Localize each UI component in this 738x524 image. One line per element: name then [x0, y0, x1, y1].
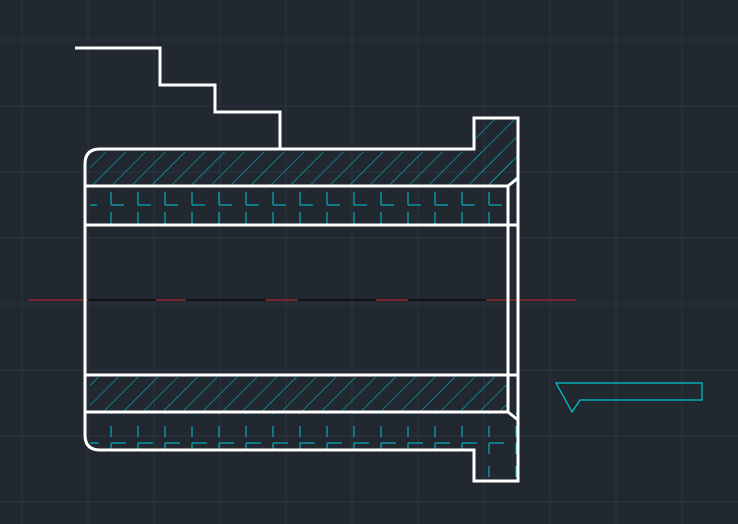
top-wall-hatch	[90, 152, 512, 186]
bottom-bore-dash-hatch	[90, 413, 474, 449]
part-outline[interactable]	[83, 116, 520, 483]
hatch-regions	[90, 119, 518, 479]
top-bore-dash-hatch	[90, 188, 508, 224]
flange-top-hatch	[474, 119, 518, 187]
bottom-chamfer[interactable]	[507, 410, 519, 422]
bottom-wall-hatch	[90, 377, 510, 411]
top-chamfer[interactable]	[507, 176, 519, 188]
outer-profile[interactable]	[83, 116, 520, 483]
stepped-polyline[interactable]	[75, 46, 282, 149]
flange-bottom-dash-hatch	[474, 413, 518, 479]
direction-pointer-shape[interactable]	[554, 382, 703, 414]
